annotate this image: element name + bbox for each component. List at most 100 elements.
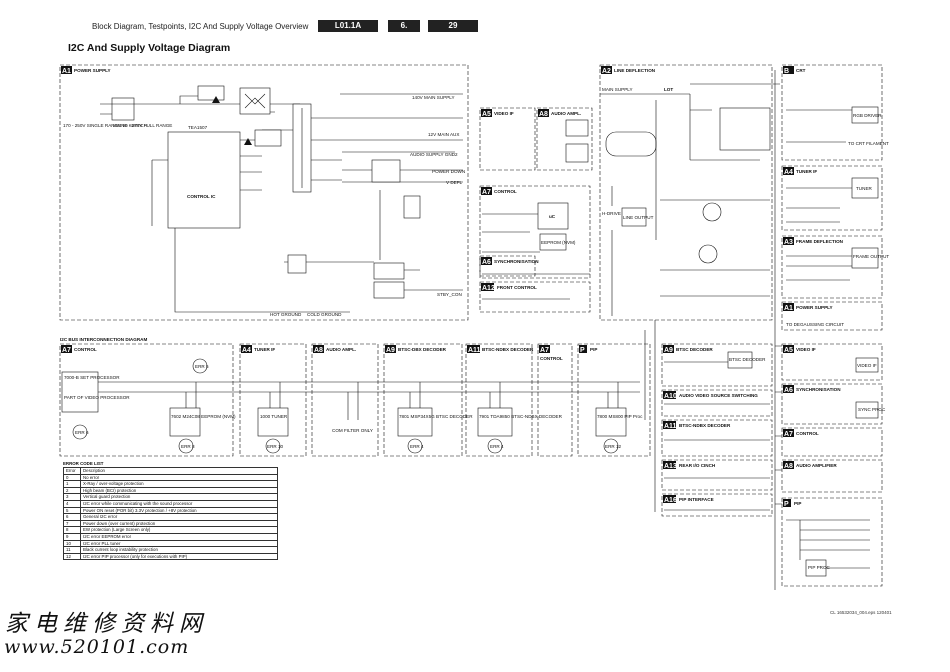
- msp-label: 7801 MSP34X5G BTSC DECODER: [399, 414, 473, 419]
- control-ic: CONTROL IC: [187, 194, 216, 199]
- error-header-desc: Description: [80, 467, 278, 475]
- main-supply-label: MAIN SUPPLY: [602, 87, 633, 92]
- name-r-4: PIP INTERFACE: [679, 497, 714, 502]
- name-fr-3: CONTROL: [796, 431, 819, 436]
- tag-i2c-1: A4: [242, 347, 251, 354]
- name-i2c-0: CONTROL: [74, 347, 97, 352]
- name-fr-4: AUDIO AMPLIFIER: [796, 463, 837, 468]
- name-i2c-1: TUNER IF: [254, 347, 275, 352]
- name-i2c-4: BTSC-NDBX DECODER: [482, 347, 534, 352]
- tag-i2c-2: A8: [314, 347, 323, 354]
- to-degauss-label: TO DEGAUSSING CIRCUIT: [786, 322, 844, 327]
- sync-proc-label: SYNC PROC: [858, 407, 886, 412]
- btsc-decoder-label: BTSC DECODER: [729, 357, 766, 362]
- tag-a2: A2: [602, 68, 611, 75]
- audio-supply-label: AUDIO SUPPLY GND2: [410, 152, 458, 157]
- tag-fr-4: A8: [784, 463, 793, 470]
- uc-label: uC: [549, 214, 556, 219]
- name-i2c-2: AUDIO AMPL.: [326, 347, 356, 352]
- pip-proc-label: PIP PROC: [808, 565, 831, 570]
- tag-a7-top: A7: [482, 189, 491, 196]
- i2c-title: I2C BUS INTERCONNECTION DIAGRAM: [60, 337, 147, 342]
- error-code: 1: [63, 480, 81, 488]
- error-desc: I2C error while communicating with the s…: [80, 499, 278, 508]
- tag-i2c-5: A7: [540, 347, 549, 354]
- header-section: 6.: [388, 20, 420, 32]
- tag-a5: A5: [482, 111, 491, 118]
- name-a2: LINE DEFLECTION: [614, 68, 656, 73]
- error-code: 12: [63, 552, 81, 561]
- pip-chip-label: 7800 MS800 PIP Proc: [597, 414, 643, 419]
- error-code: 6: [63, 513, 81, 521]
- name-fr-1: VIDEO IF: [796, 347, 816, 352]
- tag-fr-5: P: [784, 501, 789, 508]
- tag-a12: A12: [482, 285, 495, 292]
- tag-r-3: A13: [664, 463, 677, 470]
- name-b: CRT: [796, 68, 806, 73]
- vdefl-label: V DEFL: [446, 180, 463, 185]
- name-r-0: BTSC DECODER: [676, 347, 713, 352]
- lot-label: LOT: [664, 87, 673, 92]
- cold-ground-label: COLD GROUND: [307, 312, 342, 317]
- tuner-label: TUNER: [856, 186, 873, 191]
- h-drive-label: H-DRIVE: [602, 211, 621, 216]
- tag-fr-1: A5: [784, 347, 793, 354]
- error-header-code: Error: [63, 467, 81, 475]
- error-list-title: ERROR CODE LIST: [63, 461, 104, 466]
- mains-switch-label: MAINS SWITCH: [113, 123, 147, 128]
- name-i2c-3: BTSC-DBX DECODER: [398, 347, 447, 352]
- error-desc: I2C error PIP processor (only for execut…: [80, 552, 278, 561]
- tag-b: B: [784, 68, 789, 75]
- v140-label: 140V MAIN SUPPLY: [412, 95, 455, 100]
- watermark-cn: 家电维修资料网: [5, 611, 208, 637]
- err-box-6: ERR 12: [605, 444, 622, 449]
- section-a1: [59, 64, 469, 321]
- name-r-1: AUDIO VIDEO SOURCE SWITCHING: [679, 393, 758, 398]
- name-a1: POWER SUPPLY: [74, 68, 111, 73]
- name-i2c-5: CONTROL: [540, 356, 563, 361]
- eeprom-chip-label: 7602 M24C08 EEPROM (NVM): [171, 414, 236, 419]
- err-box-2: ERR 8: [181, 444, 195, 449]
- video-if-label: VIDEO IF: [857, 363, 877, 368]
- name-a1b: POWER SUPPLY: [796, 305, 833, 310]
- tag-r-2: A11: [664, 423, 677, 430]
- error-code: 2: [63, 486, 81, 495]
- power-down-label: POWER DOWN: [432, 169, 465, 174]
- err-box-3: ERR 10: [267, 444, 284, 449]
- tag-r-0: A9: [664, 347, 673, 354]
- error-desc: No error: [80, 473, 278, 482]
- video-processor-label: PART OF VIDEO PROCESSOR: [64, 395, 130, 400]
- error-code: 7: [63, 519, 81, 528]
- tag-r-4: A16: [664, 497, 677, 504]
- figure-code: CL 16532034_004.eps 120401: [830, 610, 892, 615]
- tag-a1: A1: [62, 68, 71, 75]
- frame-output-label: FRAME OUTPUT: [853, 254, 889, 259]
- error-code: 0: [63, 473, 81, 482]
- comfilter-label: COM FILTER ONLY: [332, 428, 373, 433]
- to-crt-label: TO CRT FILAMENT: [848, 141, 889, 146]
- name-a7-top: CONTROL: [494, 189, 517, 194]
- error-desc: Power ON reset (POR bit) 3.3V protection…: [80, 506, 278, 515]
- set-processor-label: 7000-B SET PROCESSOR: [64, 375, 120, 380]
- error-desc: X-Ray / over-voltage protection: [80, 480, 278, 488]
- v12-label: 12V MAIN AUX: [428, 132, 459, 137]
- error-code: 10: [63, 539, 81, 548]
- header-page: 29: [428, 20, 478, 32]
- error-code: 3: [63, 493, 81, 501]
- mains-range-label: 170 - 250V SINGLE RANGE 90 - 276V FULL R…: [63, 123, 172, 128]
- header-title: Block Diagram, Testpoints, I2C And Suppl…: [92, 22, 309, 31]
- error-desc: Vertical guard protection: [80, 493, 278, 501]
- stbycon-label: STBY_CON: [437, 292, 462, 297]
- tag-a1b: A1: [784, 305, 793, 312]
- error-desc: I2C error PLL tuner: [80, 539, 278, 548]
